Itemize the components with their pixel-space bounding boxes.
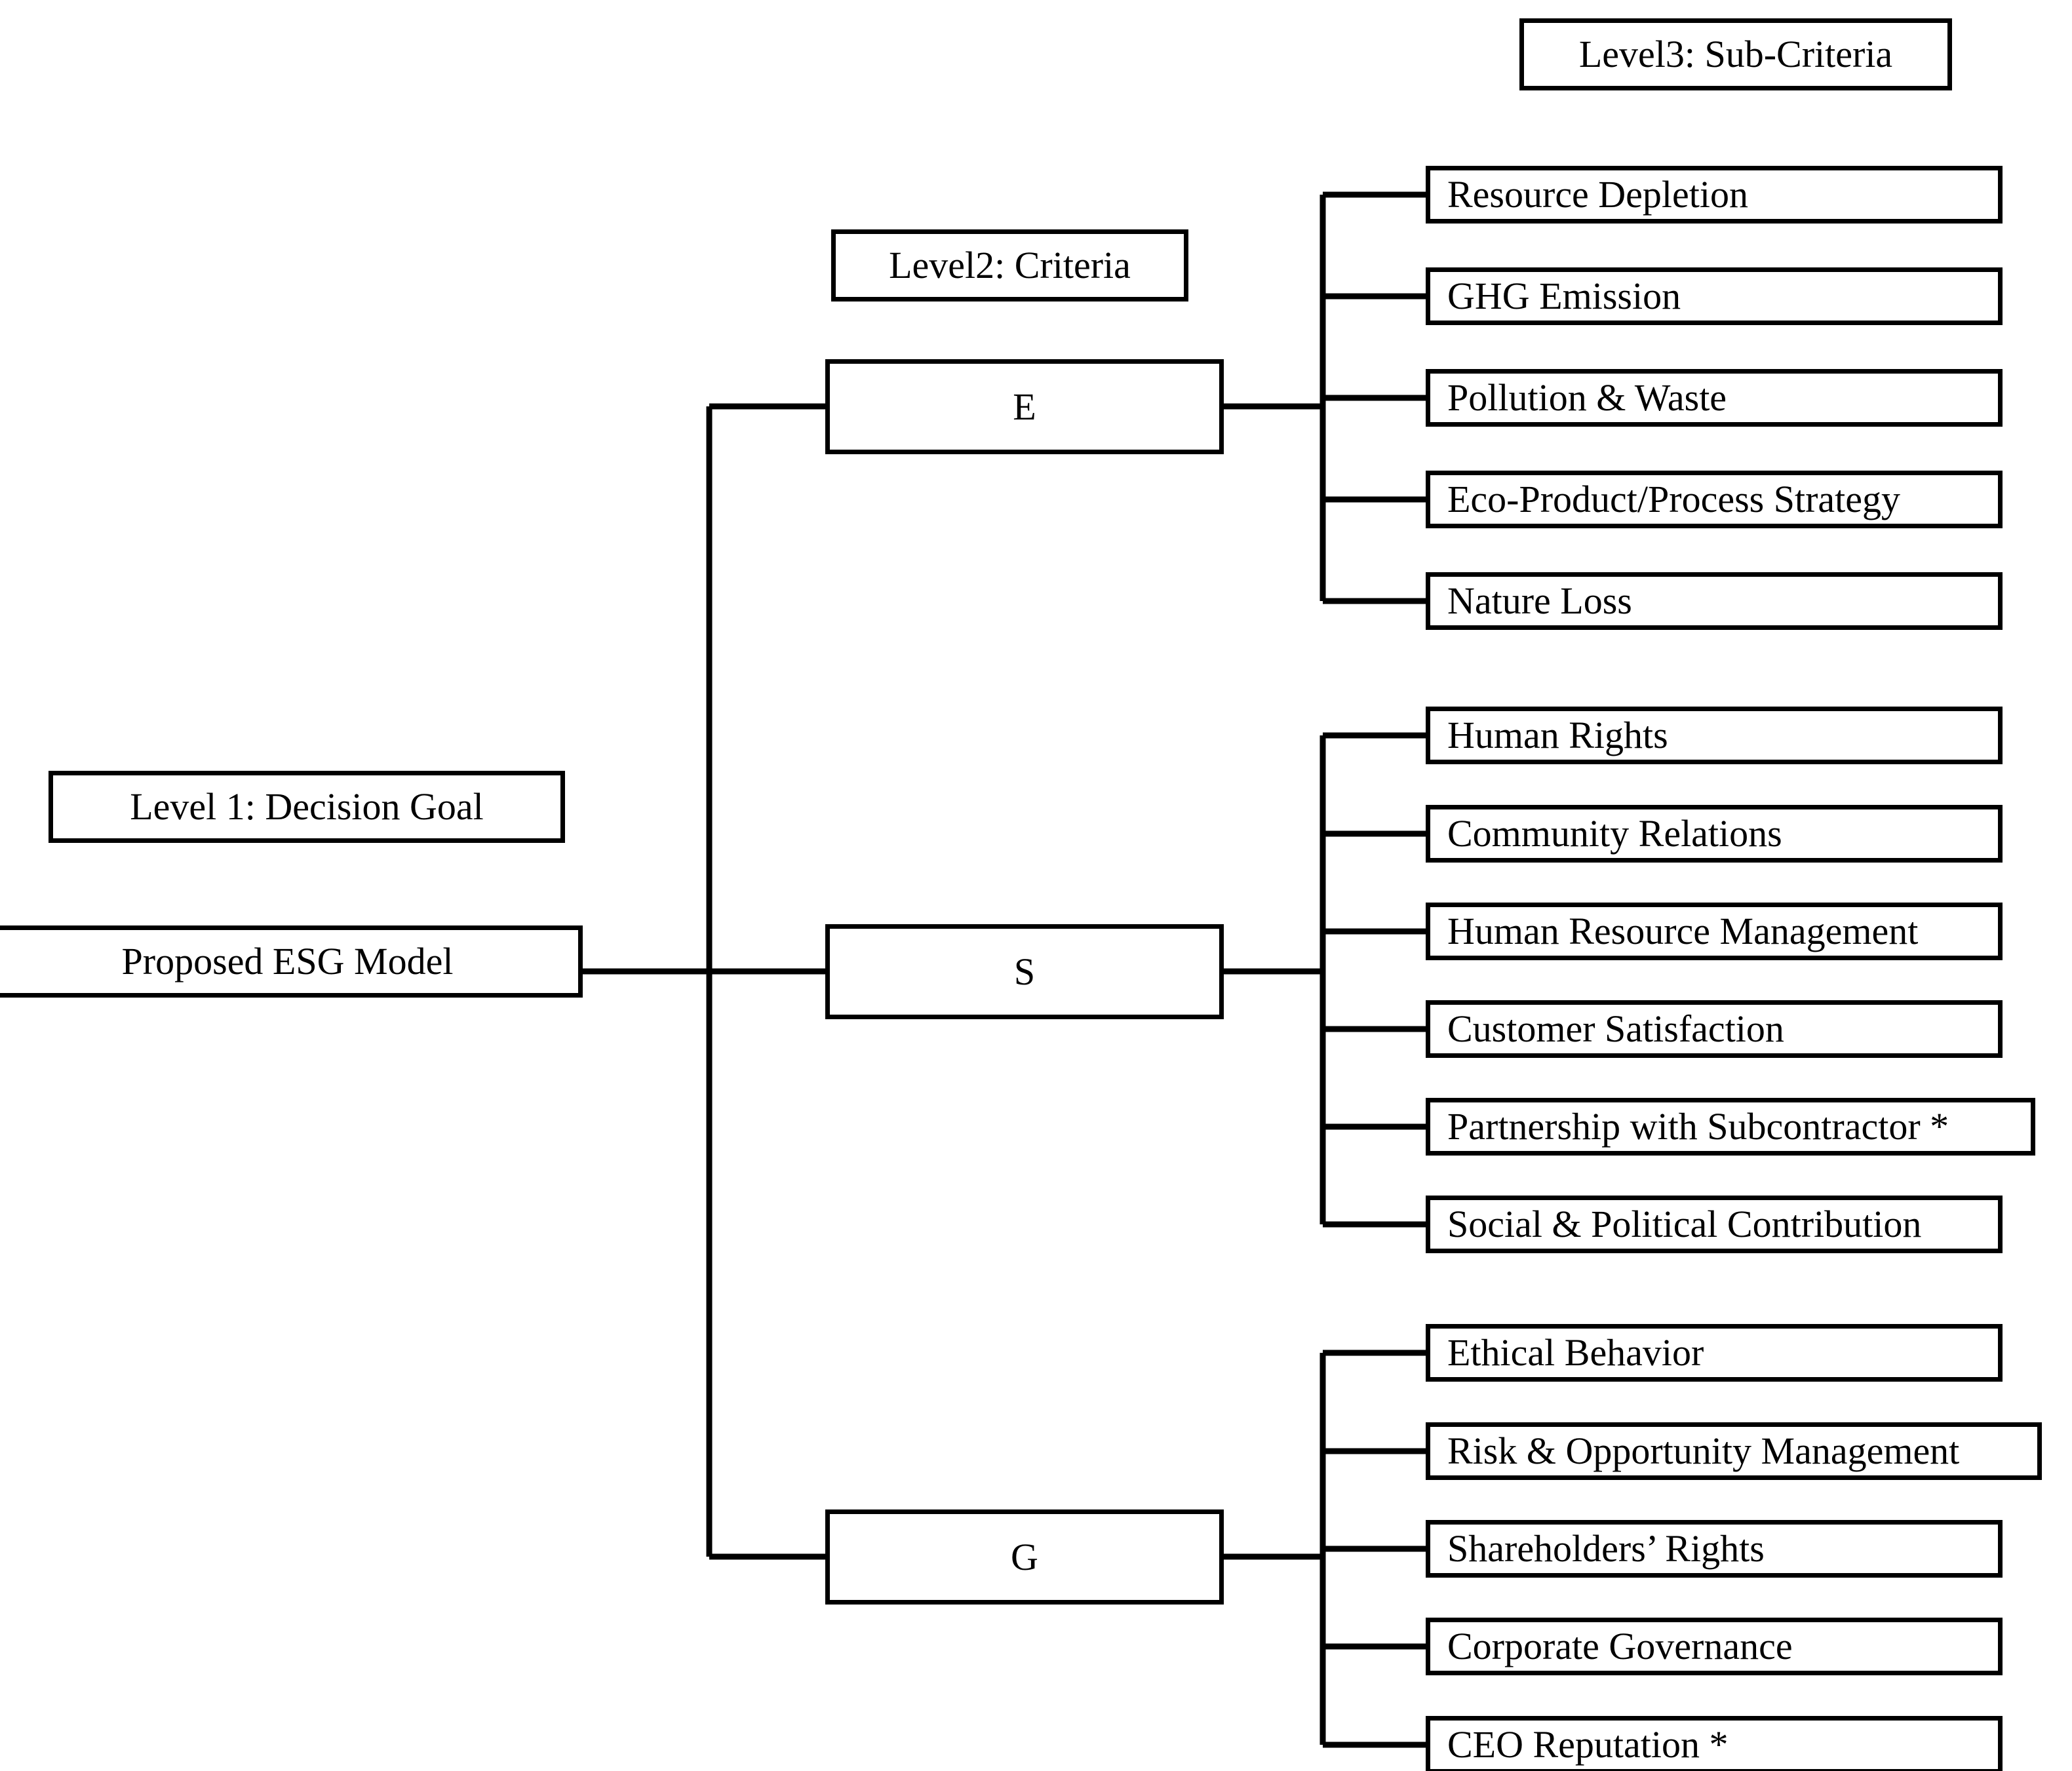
criteria-label-S: S bbox=[1013, 950, 1036, 993]
subcriteria-box-e-3[interactable]: Pollution & Waste bbox=[1426, 369, 2003, 427]
criteria-label-G: G bbox=[1011, 1535, 1038, 1578]
goal-label: Proposed ESG Model bbox=[121, 940, 454, 983]
subcriteria-label-e-5: Nature Loss bbox=[1447, 579, 1632, 622]
subcriteria-label-g-1: Ethical Behavior bbox=[1447, 1331, 1704, 1374]
criteria-label-E: E bbox=[1013, 385, 1036, 428]
legend-level2-label: Level2: Criteria bbox=[889, 244, 1131, 286]
subcriteria-box-g-2[interactable]: Risk & Opportunity Management bbox=[1426, 1422, 2042, 1480]
criteria-box-S[interactable]: S bbox=[825, 924, 1224, 1019]
subcriteria-box-s-1[interactable]: Human Rights bbox=[1426, 707, 2003, 764]
subcriteria-box-g-5[interactable]: CEO Reputation * bbox=[1426, 1716, 2003, 1771]
subcriteria-box-g-1[interactable]: Ethical Behavior bbox=[1426, 1324, 2003, 1382]
subcriteria-label-e-2: GHG Emission bbox=[1447, 275, 1681, 317]
subcriteria-label-e-4: Eco-Product/Process Strategy bbox=[1447, 478, 1901, 520]
legend-level2-box: Level2: Criteria bbox=[831, 229, 1188, 302]
subcriteria-box-s-3[interactable]: Human Resource Management bbox=[1426, 903, 2003, 960]
criteria-box-G[interactable]: G bbox=[825, 1509, 1224, 1605]
subcriteria-box-e-4[interactable]: Eco-Product/Process Strategy bbox=[1426, 471, 2003, 528]
subcriteria-label-g-3: Shareholders’ Rights bbox=[1447, 1527, 1765, 1570]
criteria-box-E[interactable]: E bbox=[825, 359, 1224, 454]
subcriteria-box-e-2[interactable]: GHG Emission bbox=[1426, 267, 2003, 325]
subcriteria-label-s-4: Customer Satisfaction bbox=[1447, 1007, 1784, 1050]
subcriteria-label-s-6: Social & Political Contribution bbox=[1447, 1203, 1922, 1245]
subcriteria-label-s-5: Partnership with Subcontractor * bbox=[1447, 1105, 1949, 1148]
legend-level3-box: Level3: Sub-Criteria bbox=[1519, 18, 1952, 90]
subcriteria-label-g-5: CEO Reputation * bbox=[1447, 1723, 1729, 1766]
goal-box[interactable]: Proposed ESG Model bbox=[0, 925, 583, 998]
legend-level1-box: Level 1: Decision Goal bbox=[49, 771, 565, 843]
subcriteria-label-s-1: Human Rights bbox=[1447, 714, 1668, 756]
subcriteria-label-s-2: Community Relations bbox=[1447, 812, 1782, 855]
subcriteria-label-g-2: Risk & Opportunity Management bbox=[1447, 1430, 1960, 1472]
subcriteria-label-s-3: Human Resource Management bbox=[1447, 910, 1919, 952]
subcriteria-label-e-3: Pollution & Waste bbox=[1447, 376, 1727, 419]
subcriteria-box-s-6[interactable]: Social & Political Contribution bbox=[1426, 1196, 2003, 1253]
legend-level1-label: Level 1: Decision Goal bbox=[130, 785, 484, 828]
subcriteria-box-e-1[interactable]: Resource Depletion bbox=[1426, 166, 2003, 224]
legend-level3-label: Level3: Sub-Criteria bbox=[1578, 33, 1893, 75]
subcriteria-box-s-5[interactable]: Partnership with Subcontractor * bbox=[1426, 1098, 2035, 1156]
subcriteria-label-e-1: Resource Depletion bbox=[1447, 173, 1749, 216]
subcriteria-box-s-2[interactable]: Community Relations bbox=[1426, 805, 2003, 863]
subcriteria-box-s-4[interactable]: Customer Satisfaction bbox=[1426, 1000, 2003, 1058]
subcriteria-box-g-3[interactable]: Shareholders’ Rights bbox=[1426, 1520, 2003, 1578]
subcriteria-box-e-5[interactable]: Nature Loss bbox=[1426, 572, 2003, 630]
subcriteria-box-g-4[interactable]: Corporate Governance bbox=[1426, 1618, 2003, 1675]
subcriteria-label-g-4: Corporate Governance bbox=[1447, 1625, 1793, 1667]
